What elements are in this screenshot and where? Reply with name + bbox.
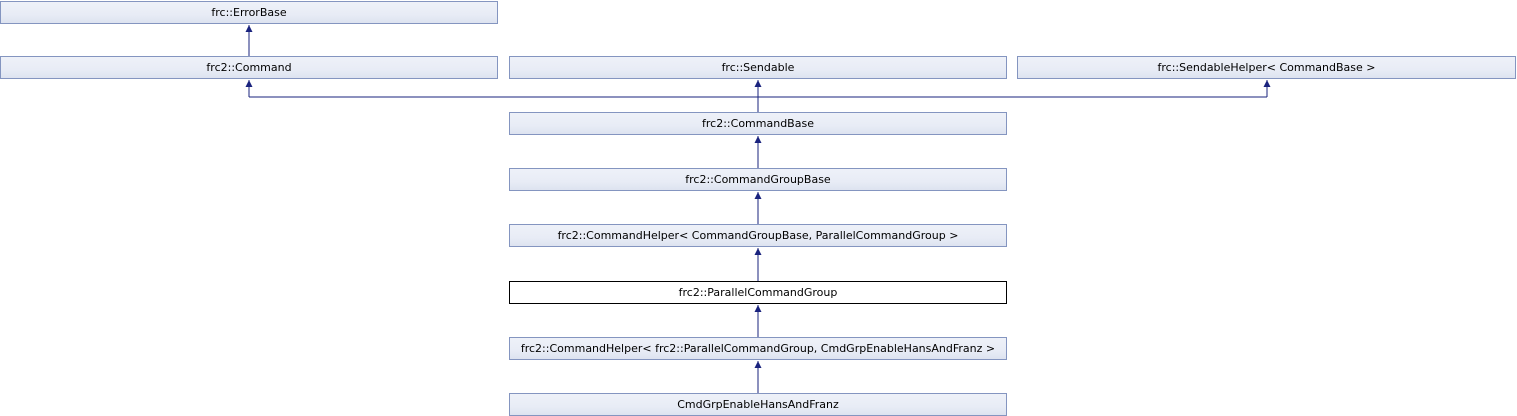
node-frc2-commandhelper-parallelcommandgroup[interactable]: frc2::CommandHelper< frc2::ParallelComma…	[509, 337, 1007, 360]
node-frc2-command[interactable]: frc2::Command	[0, 56, 498, 79]
node-cmdgrpenablehansandfranz[interactable]: CmdGrpEnableHansAndFranz	[509, 393, 1007, 416]
node-frc-sendablehelper[interactable]: frc::SendableHelper< CommandBase >	[1017, 56, 1516, 79]
node-frc2-commandbase[interactable]: frc2::CommandBase	[509, 112, 1007, 135]
node-frc-sendable[interactable]: frc::Sendable	[509, 56, 1007, 79]
node-frc2-parallelcommandgroup-current: frc2::ParallelCommandGroup	[509, 281, 1007, 304]
node-frc2-commandgroupbase[interactable]: frc2::CommandGroupBase	[509, 168, 1007, 191]
node-frc2-commandhelper-commandgroupbase[interactable]: frc2::CommandHelper< CommandGroupBase, P…	[509, 224, 1007, 247]
node-frc-errorbase[interactable]: frc::ErrorBase	[0, 1, 498, 24]
